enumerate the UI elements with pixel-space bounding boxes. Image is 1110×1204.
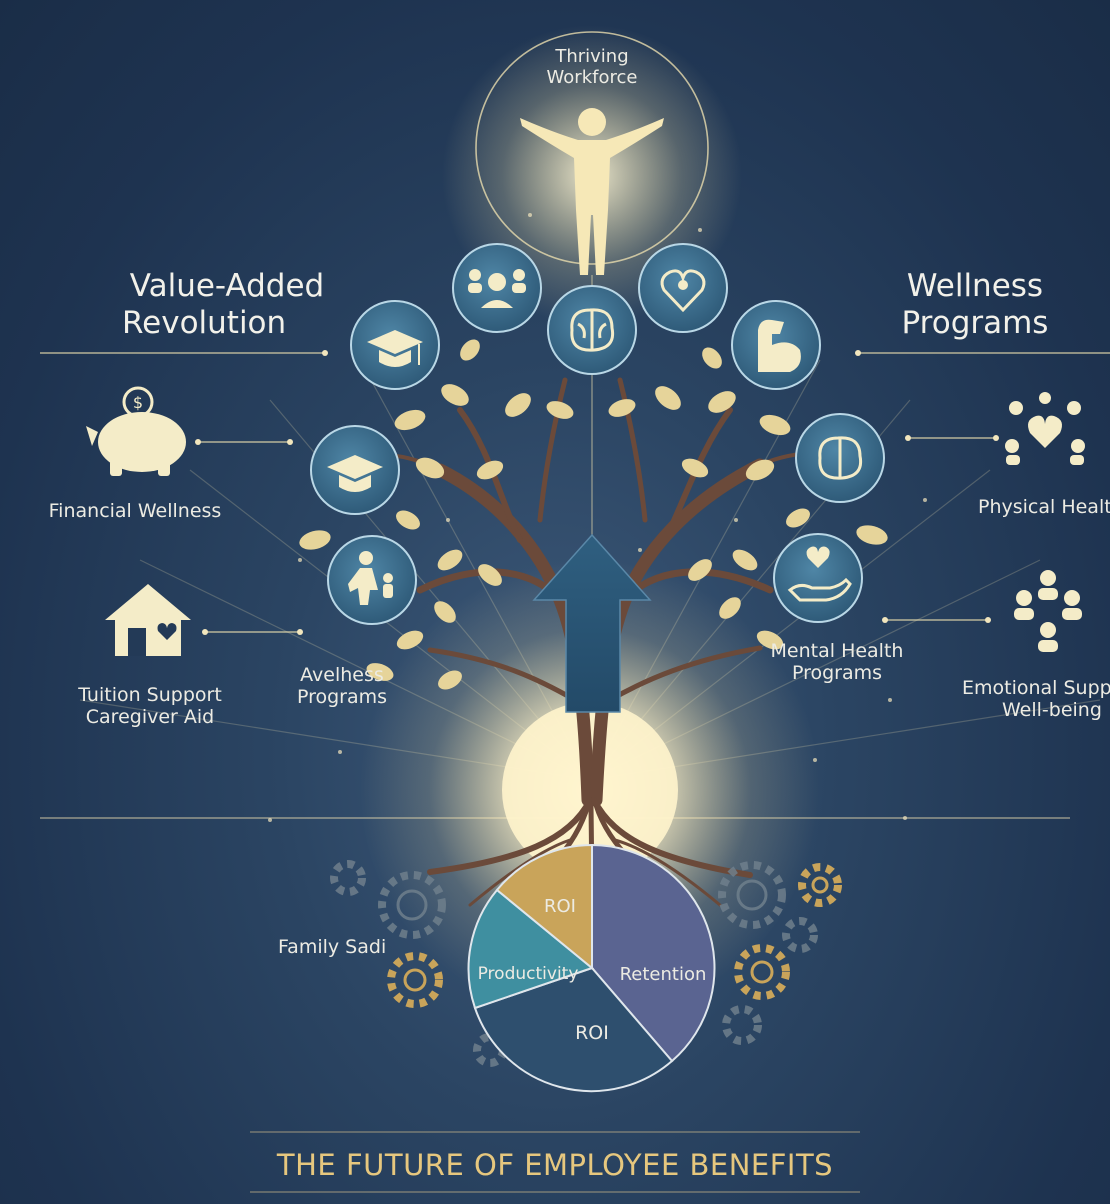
- wellness-programs-heading: Wellness Programs: [880, 268, 1070, 341]
- thriving-workforce-label: Thriving Workforce: [532, 46, 652, 88]
- graduation-cap-icon: [350, 300, 440, 390]
- gears: [330, 860, 842, 1067]
- pie-label-productivity: Productivity: [477, 964, 579, 984]
- heart-child-icon: [638, 243, 728, 333]
- thriving-person-icon: [520, 108, 664, 275]
- pie-label-retention: Retention: [619, 964, 707, 985]
- pie-slice-roi-top: [495, 843, 593, 971]
- benefits-pie: [467, 843, 716, 1093]
- tree-leaves: [299, 339, 888, 690]
- pie-slice-roi-bottom: [473, 966, 674, 1093]
- pie-label-roi-bottom: ROI: [575, 1022, 609, 1044]
- value-added-line1: Value-Added: [129, 268, 325, 304]
- svg-text:$: $: [133, 393, 143, 412]
- family-label: Family Sadi: [278, 936, 387, 958]
- sparkles: [268, 213, 927, 822]
- value-added-line2: Revolution: [122, 304, 287, 341]
- emotional-line2: Well-being: [1002, 699, 1102, 722]
- brain-icon: [795, 413, 885, 503]
- mental-health-line2: Programs: [791, 662, 883, 685]
- tuition-caregiver-label: Tuition Support Caregiver Aid: [60, 684, 240, 729]
- emotional-line1: Emotional Supp: [962, 677, 1110, 699]
- financial-wellness-label: Financial Wellness: [48, 500, 222, 522]
- side-connectors: [40, 352, 1110, 633]
- thriving-workforce-ring: [475, 31, 709, 265]
- community-heart-icon: [1005, 392, 1085, 465]
- benefit-nodes: [310, 243, 885, 625]
- piggy-bank-icon: $: [86, 386, 186, 476]
- value-added-heading: Value-Added Revolution: [112, 268, 342, 341]
- wellness-line2: Programs: [901, 304, 1049, 341]
- thriving-workforce-line2: Workforce: [546, 67, 638, 89]
- flexed-arm-icon: [731, 300, 821, 390]
- physical-health-label: Physical Healt: [978, 496, 1110, 518]
- mental-health-line1: Mental Health: [770, 640, 904, 662]
- parent-child-icon: [327, 535, 417, 625]
- pie-slice-productivity: [467, 888, 595, 1010]
- pie-label-roi-top: ROI: [544, 896, 576, 917]
- house-heart-icon: [105, 584, 191, 656]
- gear-icon: [387, 863, 842, 1008]
- brain-icon: [547, 285, 637, 375]
- support-group-icon: [1014, 570, 1082, 652]
- footer-title: THE FUTURE OF EMPLOYEE BENEFITS: [276, 1148, 834, 1182]
- avelhess-line2: Programs: [296, 686, 388, 709]
- graduation-cap-icon: [310, 425, 400, 515]
- team-icon: [452, 243, 542, 333]
- caregiver-aid-text: Caregiver Aid: [85, 706, 215, 729]
- caring-hand-icon: [773, 533, 863, 623]
- mental-health-programs-label: Mental Health Programs: [752, 640, 922, 685]
- thriving-workforce-line1: Thriving: [555, 46, 629, 67]
- emotional-support-label: Emotional Supp Well-being: [962, 677, 1110, 722]
- tuition-support-text: Tuition Support: [78, 684, 222, 706]
- avelhess-line1: Avelhess: [300, 664, 384, 686]
- wellness-line1: Wellness: [906, 268, 1044, 304]
- pie-slice-retention: [591, 843, 716, 1063]
- growth-arrow: [532, 533, 652, 713]
- avelhess-programs-label: Avelhess Programs: [282, 664, 402, 709]
